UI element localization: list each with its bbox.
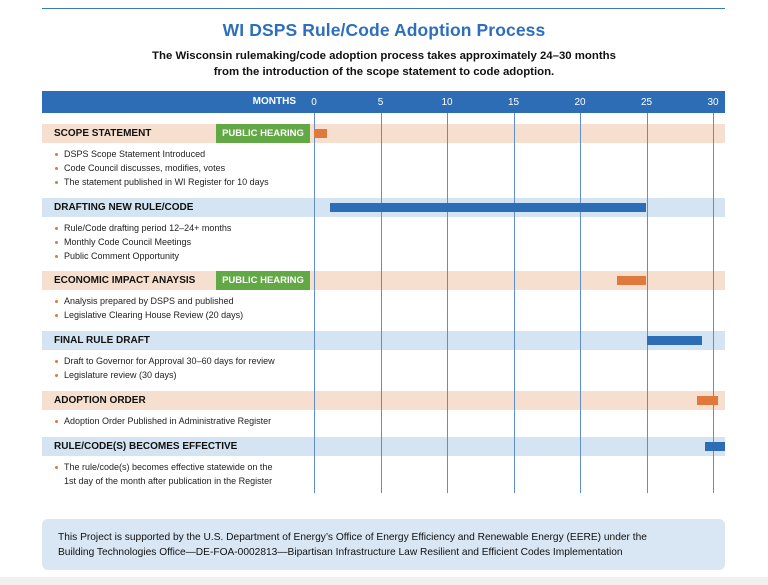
subtitle-line-1: The Wisconsin rulemaking/code adoption p… [152, 50, 616, 62]
gantt-bar [697, 396, 719, 405]
gantt-bar [646, 336, 703, 345]
x-tick-label: 10 [441, 97, 453, 108]
phase-title: RULE/CODE(S) BECOMES EFFECTIVE [54, 441, 238, 452]
gantt-bar [705, 442, 725, 451]
phase-title: ADOPTION ORDER [54, 395, 146, 406]
phase-title: DRAFTING NEW RULE/CODE [54, 202, 194, 213]
footer-box [42, 519, 725, 570]
public-hearing-badge: PUBLIC HEARING [216, 271, 310, 290]
top-divider [42, 8, 725, 9]
gantt-bar [314, 129, 328, 138]
x-tick-label: 25 [640, 97, 653, 108]
footer-line-1: This Project is supported by the U.S. De… [58, 532, 647, 543]
phase-bullets: Draft to Governor for Approval 30–60 day… [54, 354, 275, 382]
subtitle-line-2: from the introduction of the scope state… [213, 66, 555, 78]
footer-line-2: Building Technologies Office—DE-FOA-0002… [58, 546, 623, 558]
phase-bullets: Adoption Order Published in Administrati… [54, 414, 271, 428]
bullet-item: DSPS Scope Statement Introduced [54, 147, 269, 161]
phase-band [42, 271, 725, 290]
phase-title: FINAL RULE DRAFT [54, 335, 150, 346]
phase-bullets: The rule/code(s) becomes effective state… [54, 460, 272, 488]
bullet-item: Monthly Code Council Meetings [54, 235, 231, 249]
phase-band [42, 437, 725, 456]
gridline [380, 113, 382, 493]
gridline [646, 113, 648, 493]
bullet-item: Rule/Code drafting period 12–24+ months [54, 221, 231, 235]
bullet-item: Adoption Order Published in Administrati… [54, 414, 271, 428]
chart-subtitle: The Wisconsin rulemaking/code adoption p… [0, 48, 768, 80]
gantt-bar [617, 276, 647, 285]
phase-title: ECONOMIC IMPACT ANAYSIS [54, 275, 196, 286]
gridline [314, 113, 315, 493]
gridline [713, 113, 714, 493]
bullet-item: Draft to Governor for Approval 30–60 day… [54, 354, 275, 368]
bullet-item: Legislative Clearing House Review (20 da… [54, 308, 243, 322]
x-tick-label: 20 [574, 97, 586, 108]
gridline [447, 113, 448, 493]
bullet-item: Legislature review (30 days) [54, 368, 275, 382]
bullet-item: 1st day of the month after publication i… [64, 476, 273, 486]
chart-title: WI DSPS Rule/Code Adoption Process [222, 20, 546, 40]
x-tick-label: 5 [377, 97, 384, 108]
public-hearing-badge: PUBLIC HEARING [216, 124, 310, 143]
x-tick-label: 30 [707, 97, 719, 108]
phase-band [42, 391, 725, 410]
gridline [580, 113, 581, 493]
x-tick-label: 0 [311, 97, 317, 108]
months-header-bar [42, 91, 725, 113]
phase-band [42, 124, 725, 143]
phase-band [42, 331, 725, 350]
phase-title: SCOPE STATEMENT [54, 128, 152, 139]
bullet-item: Analysis prepared by DSPS and published [54, 294, 243, 308]
gantt-bar [329, 203, 647, 212]
bottom-strip [0, 577, 768, 585]
x-axis-label: MONTHS [252, 96, 296, 107]
gridline [513, 113, 515, 493]
bullet-item: The rule/code(s) becomes effective state… [54, 460, 272, 474]
bullet-item: Code Council discusses, modifies, votes [54, 161, 269, 175]
bullet-item: The statement published in WI Register f… [54, 175, 269, 189]
footer-text: This Project is supported by the U.S. De… [58, 531, 718, 560]
x-tick-label: 15 [507, 97, 520, 108]
bullet-item: Public Comment Opportunity [54, 249, 231, 263]
